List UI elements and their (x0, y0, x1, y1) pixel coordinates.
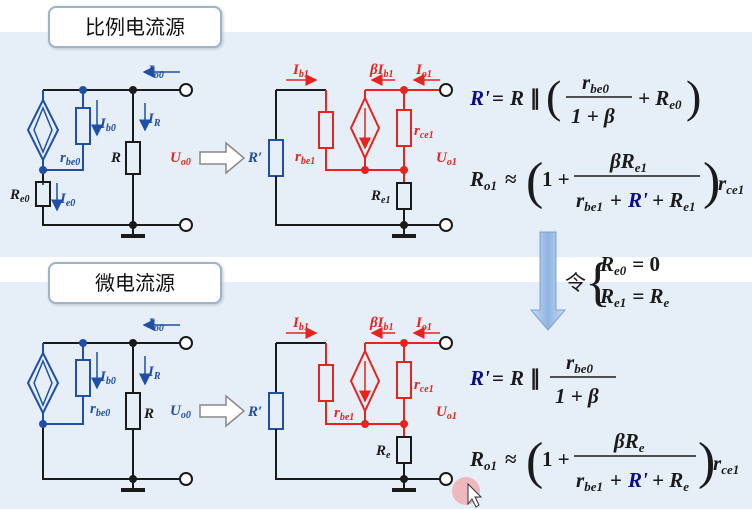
formula-rprime-bottom: R' = R ∥ rbe0 1 + β (469, 350, 616, 408)
svg-text:{: { (585, 252, 611, 312)
svg-text:): ) (698, 433, 715, 490)
svg-text:+ Re1: + Re1 (652, 188, 696, 214)
label-uo0: Uo0 (170, 150, 191, 168)
label-io0: Io0 (147, 63, 164, 81)
svg-text:rce1: rce1 (713, 451, 739, 477)
svg-text:R: R (509, 86, 524, 110)
svg-text:): ) (703, 153, 720, 210)
svg-text:1 + β: 1 + β (555, 384, 599, 408)
svg-text:R: R (509, 366, 524, 390)
label-beta-ib1-bottom: βIb1 (369, 315, 394, 333)
svg-text:Ro1: Ro1 (469, 447, 497, 473)
nodes-top-right (361, 86, 408, 229)
label-ir-bottom: IR (147, 364, 161, 382)
nodes-bottom-right (361, 339, 408, 483)
implication-arrow (529, 231, 567, 331)
svg-text:R': R' (469, 366, 490, 390)
label-rprime-top: R′ (247, 150, 262, 166)
svg-text:1 + β: 1 + β (571, 104, 615, 128)
label-r: R (110, 150, 121, 166)
svg-text:βRe: βRe (613, 429, 645, 455)
nodes-bottom-left (39, 339, 137, 483)
label-rprime-bottom: R′ (247, 404, 262, 420)
label-rbe0-bottom: rbe0 (90, 401, 110, 419)
label-ib0: Ib0 (99, 116, 116, 134)
label-re1-top: Re1 (370, 188, 390, 206)
section-title-proportional: 比例电流源 (48, 6, 222, 48)
svg-text:+ Re0: + Re0 (638, 86, 682, 112)
formula-ro1-bottom: Ro1 ≈ ( 1 + βRe rbe1 + R' + Re ) rce1 (469, 429, 739, 494)
svg-text:rce1: rce1 (718, 171, 744, 197)
svg-text:): ) (686, 71, 701, 122)
label-uo1-top: Uo1 (436, 150, 457, 168)
svg-text:1 +: 1 + (542, 167, 570, 191)
transform-arrow-top (199, 141, 246, 175)
svg-text:+: + (610, 468, 622, 492)
label-rbe0: rbe0 (60, 150, 80, 168)
label-ib1-top: Ib1 (292, 62, 309, 80)
label-ir: IR (147, 111, 161, 129)
label-io0-bottom: Io0 (147, 316, 164, 334)
svg-text:1 +: 1 + (542, 447, 570, 471)
formula-condition: 令 { Re0= 0 Re1= Re (565, 252, 670, 312)
label-io1-top: Io1 (415, 62, 432, 80)
svg-text:R': R' (469, 86, 490, 110)
label-r-bottom: R (143, 406, 154, 422)
svg-text:Re0= 0: Re0= 0 (599, 252, 660, 278)
svg-text:≈: ≈ (505, 167, 517, 191)
label-ib0-bottom: Ib0 (99, 369, 116, 387)
label-re0: Re0 (9, 187, 29, 205)
label-ib1-bottom: Ib1 (292, 315, 309, 333)
svg-text:≈: ≈ (505, 447, 517, 471)
svg-text:rbe0: rbe0 (582, 70, 609, 96)
label-rce1-bottom: rce1 (414, 377, 434, 395)
label-rce1-top: rce1 (414, 123, 434, 141)
svg-text:βRe1: βRe1 (609, 149, 647, 175)
label-beta-ib1-top: βIb1 (369, 62, 394, 80)
circuit-bottom-right (268, 327, 453, 492)
label-rbe1-top: rbe1 (295, 149, 315, 167)
label-rbe1-bottom: rbe1 (334, 405, 354, 423)
svg-text:rbe1: rbe1 (576, 188, 603, 214)
svg-text:Ro1: Ro1 (469, 167, 497, 193)
svg-text:rbe0: rbe0 (566, 350, 593, 376)
transform-arrow-bottom (199, 394, 246, 428)
label-uo0-bottom: Uo0 (170, 403, 191, 421)
svg-text:=: = (492, 366, 504, 390)
svg-text:令: 令 (565, 271, 586, 295)
label-uo1-bottom: Uo1 (436, 404, 457, 422)
svg-text:(: ( (526, 153, 543, 210)
circuit-top-right (268, 74, 453, 238)
formula-ro1-top: Ro1 ≈ ( 1 + βRe1 rbe1 + R' + Re1 ) rce1 (469, 149, 744, 214)
svg-text:(: ( (546, 71, 561, 122)
nodes-top-left (39, 86, 137, 229)
svg-text:+ Re: + Re (652, 468, 689, 494)
svg-text:+: + (610, 188, 622, 212)
formula-rprime-top: R' = R ∥ ( rbe0 1 + β + Re0 ) (469, 70, 701, 128)
label-io1-bottom: Io1 (415, 315, 432, 333)
mouse-cursor-icon (452, 477, 483, 508)
svg-text:(: ( (526, 433, 543, 490)
section-title-micro: 微电流源 (48, 262, 222, 304)
svg-text:Re1= Re: Re1= Re (599, 284, 670, 310)
circuit-top-left (26, 66, 193, 238)
svg-text:=: = (492, 86, 504, 110)
svg-text:R': R' (627, 468, 648, 492)
label-re-bottom: Re (375, 443, 391, 461)
svg-text:∥: ∥ (530, 366, 541, 390)
svg-text:R': R' (627, 188, 648, 212)
svg-text:rbe1: rbe1 (576, 468, 603, 494)
label-ie0: Ie0 (59, 191, 75, 209)
svg-text:∥: ∥ (530, 86, 541, 110)
